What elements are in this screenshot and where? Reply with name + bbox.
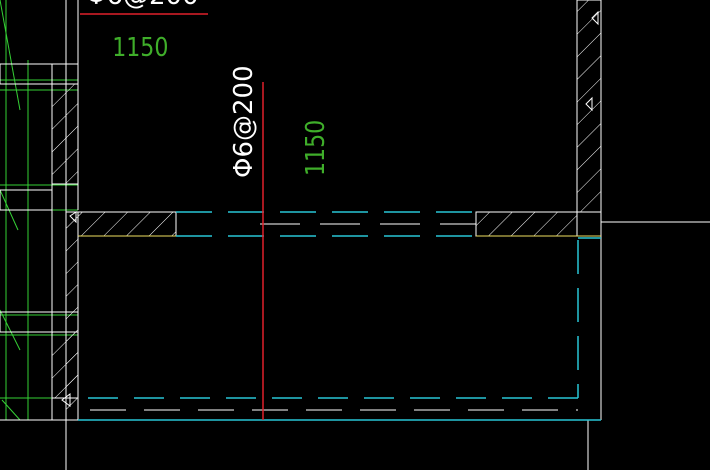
left-wall [65,211,79,421]
red-rebar-lines [80,13,264,420]
white-dashed-lines [90,223,578,411]
dimension-top: 1150 [112,32,168,62]
beam-left [77,211,177,237]
right-wall-top [576,0,602,238]
rebar-label: Φ6@200 [229,65,259,178]
top-label-partial: Φ6@200 [86,0,199,11]
beam-right [475,211,601,237]
dimension-mid: 1150 [300,120,330,176]
outline-lines [0,221,710,470]
markers [61,10,599,407]
cyan-dashed-lines [78,211,601,421]
drawing-labels: Φ6@200 1150 Φ6@200 1150 [86,0,330,178]
